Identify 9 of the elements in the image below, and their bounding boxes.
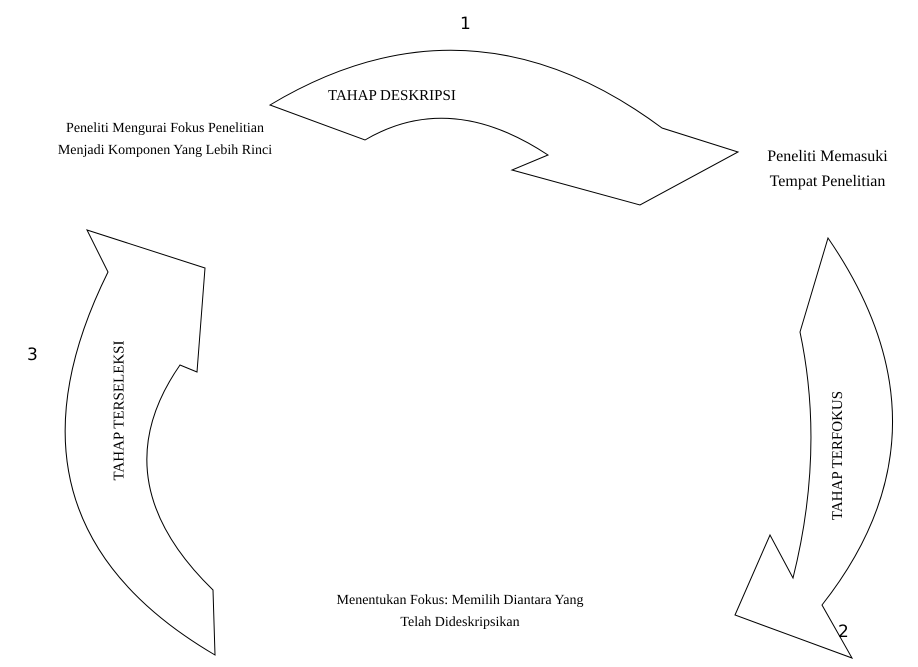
stage-label: TAHAP TERSELEKSI: [112, 340, 129, 480]
step-number: 3: [27, 345, 38, 365]
stage-label: TAHAP DESKRIPSI: [328, 88, 456, 104]
step-number: 2: [838, 622, 849, 642]
step-description: Menentukan Fokus: Memilih Diantara Yang Telah Dideskripsikan: [336, 592, 584, 632]
stage-label: TAHAP TERFOKUS: [830, 390, 847, 520]
step-description: Peneliti Mengurai Fokus Penelitian Menjadi Komponen Yang Lebih Rinci: [56, 120, 274, 160]
step-number: 1: [460, 14, 471, 34]
step-description: Peneliti Memasuki Tempat Penelitian: [766, 147, 889, 192]
